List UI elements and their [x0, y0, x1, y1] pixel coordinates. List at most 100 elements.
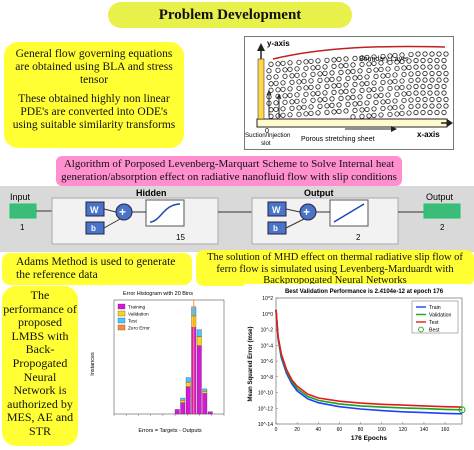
- fluid-particle: [296, 79, 302, 85]
- boundary-layer-label: Boundary Layer: [359, 56, 409, 63]
- performance-y-tick-label: 10^-4: [261, 343, 274, 349]
- fluid-particle: [441, 64, 447, 70]
- fluid-particle: [420, 57, 426, 64]
- hidden-count: 15: [176, 233, 185, 242]
- performance-y-tick-label: 10^2: [262, 296, 273, 302]
- fluid-particle: [315, 110, 321, 116]
- fluid-particle: [406, 90, 412, 97]
- fluid-particle: [322, 64, 328, 70]
- performance-title: Best Validation Performance is 2.4104e-1…: [285, 289, 444, 295]
- histogram-bar-test: [180, 397, 186, 401]
- fluid-particle: [415, 103, 421, 109]
- fluid-particle: [343, 56, 349, 62]
- hidden-b-connector: [103, 218, 121, 229]
- fluid-particle: [436, 70, 442, 77]
- histogram-x-label: Errors = Targets - Outputs: [138, 428, 202, 434]
- fluid-particle: [392, 72, 398, 78]
- fluid-particle: [345, 101, 351, 107]
- performance-x-tick-label: 60: [337, 427, 343, 433]
- fluid-particle: [287, 60, 293, 66]
- fluid-particle: [380, 105, 386, 112]
- fluid-particle: [415, 70, 421, 77]
- fluid-particle: [380, 79, 386, 86]
- x-axis-label: x-axis: [417, 130, 440, 139]
- histogram-bar-validation: [196, 336, 202, 346]
- fluid-particle: [366, 87, 372, 93]
- output-layer-label: Output: [304, 188, 334, 198]
- hidden-layer-box: [51, 197, 219, 245]
- best-marker: [458, 406, 466, 414]
- fluid-particle: [301, 78, 307, 84]
- fluid-particle: [280, 106, 286, 112]
- fluid-particle: [287, 112, 293, 118]
- performance-x-tick-label: 40: [315, 427, 321, 433]
- fluid-particle: [373, 93, 379, 99]
- fluid-particle: [329, 70, 335, 76]
- fluid-particle: [338, 89, 344, 95]
- fluid-particle: [441, 83, 447, 90]
- fluid-particle: [429, 77, 435, 83]
- hidden-w-label: W: [90, 205, 99, 215]
- fluid-particle: [359, 113, 365, 120]
- fluid-particle: [317, 71, 323, 77]
- fluid-particle: [420, 64, 426, 70]
- fluid-particle: [406, 110, 412, 116]
- boundary-layer-svg: y-axis Boundary Layer 0 x-axis Suction/I…: [245, 39, 453, 147]
- fluid-particle: [399, 52, 405, 58]
- fluid-particle: [303, 111, 309, 117]
- flow-equations-text: General flow governing equations are obt…: [15, 48, 173, 86]
- fluid-particle: [308, 58, 314, 64]
- output-b-label: b: [273, 224, 278, 233]
- fluid-particle: [289, 99, 295, 105]
- fluid-particle: [282, 99, 288, 105]
- fluid-particle: [413, 109, 419, 116]
- fluid-particle: [280, 60, 286, 66]
- fluid-particle: [324, 109, 330, 115]
- fluid-particle: [317, 97, 323, 103]
- fluid-particle: [303, 65, 309, 71]
- fluid-particle: [422, 70, 428, 77]
- fluid-particle: [401, 97, 407, 104]
- fluid-particle: [336, 108, 342, 114]
- fluid-particle: [331, 89, 337, 95]
- fluid-particle: [394, 85, 400, 91]
- fluid-particle: [387, 53, 393, 59]
- histogram-bar-training: [185, 386, 191, 415]
- fluid-particle: [427, 83, 433, 90]
- performance-legend-label: Validation: [429, 313, 452, 319]
- fluid-particle: [317, 77, 323, 83]
- fluid-particle: [315, 58, 321, 64]
- y-axis-arrow: [257, 43, 265, 51]
- fluid-particle: [364, 54, 370, 61]
- fluid-particle: [392, 98, 398, 104]
- fluid-particle: [415, 96, 421, 103]
- fluid-particle: [324, 77, 330, 83]
- similarity-transform-text: These obtained highly non linear PDE's a…: [12, 93, 176, 131]
- boundary-layer-curve: [272, 45, 446, 60]
- input-count: 1: [20, 223, 25, 232]
- histogram-bar-training: [174, 409, 180, 415]
- fluid-particle: [273, 74, 279, 80]
- fluid-particle: [338, 95, 344, 101]
- fluid-particle: [350, 94, 356, 101]
- fluid-particle: [415, 51, 421, 57]
- fluid-particle: [441, 109, 447, 116]
- flow-equations-box: General flow governing equations are obt…: [4, 42, 184, 148]
- histogram-bar-test: [196, 329, 202, 337]
- fluid-particle: [315, 84, 321, 90]
- fluid-particle: [289, 73, 295, 79]
- output-b-connector: [285, 218, 305, 229]
- fluid-particle: [399, 78, 405, 84]
- fluid-particle: [364, 80, 370, 87]
- fluid-particle: [408, 97, 414, 103]
- suction-arrow-1: [266, 89, 272, 117]
- fluid-particle: [422, 103, 428, 109]
- histogram-bar-test: [202, 388, 208, 392]
- fluid-particle: [296, 85, 302, 91]
- fluid-particle: [280, 86, 286, 92]
- fluid-particle: [427, 64, 433, 70]
- fluid-particle: [266, 74, 272, 80]
- fluid-particle: [294, 66, 300, 72]
- suction-arrow-2: [276, 93, 282, 117]
- fluid-particle: [296, 111, 302, 117]
